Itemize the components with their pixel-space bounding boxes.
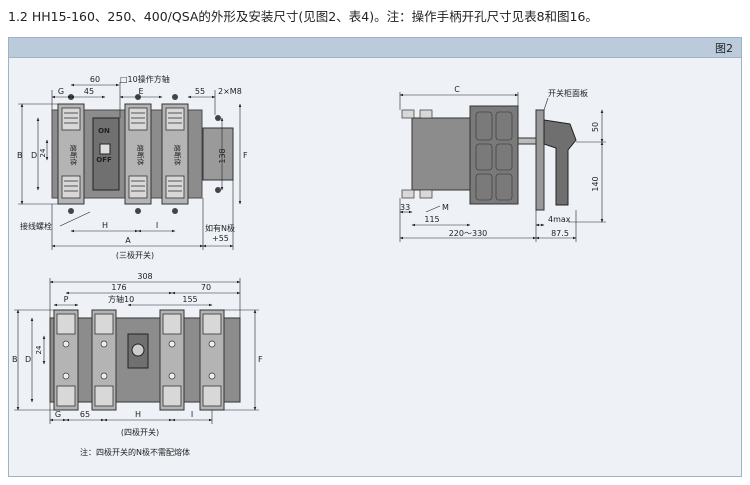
dim-24-4p: 24 xyxy=(35,345,43,354)
dim-60: 60 xyxy=(90,75,100,84)
dim-h: H xyxy=(102,221,108,230)
dim-a: A xyxy=(125,236,131,245)
dim-b: B xyxy=(17,151,23,160)
dim-45: 45 xyxy=(84,87,94,96)
fuse-label-2: 熔断体 xyxy=(136,145,145,166)
dim-33: 33 xyxy=(400,203,410,212)
dim-g-4p: G xyxy=(55,410,61,419)
side-view: 开关柜面板 C 50 140 M 33 115 220～330 4max xyxy=(399,85,606,242)
dim-140: 140 xyxy=(591,176,600,191)
four-pole-view: 308 176 70 P 方轴10 155 B D 24 F G 6 xyxy=(12,272,263,437)
side-body-right xyxy=(469,105,519,205)
dim-308: 308 xyxy=(137,272,152,281)
n-pole-extension xyxy=(202,127,234,181)
cabinet-panel xyxy=(535,109,545,211)
dim-65: 65 xyxy=(80,410,90,419)
dim-shaft10: 方轴10 xyxy=(108,294,134,304)
figure-label: 图2 xyxy=(715,42,733,55)
dim-220-330: 220～330 xyxy=(449,229,488,238)
fuse-label-3: 熔断体 xyxy=(173,145,182,166)
dim-shaft: □10操作方轴 xyxy=(120,74,170,84)
side-handle xyxy=(543,119,577,206)
dim-g: G xyxy=(58,87,64,96)
dim-87-5: 87.5 xyxy=(551,229,569,238)
dim-f: F xyxy=(243,151,248,160)
dim-d: D xyxy=(31,151,37,160)
dim-70: 70 xyxy=(201,283,211,292)
dim-p: P xyxy=(64,295,69,304)
side-body-left xyxy=(411,117,471,191)
dim-24: 24 xyxy=(39,148,47,157)
n-note-value: +55 xyxy=(212,234,229,243)
pole-columns: 熔断体 熔断体 熔断体 xyxy=(57,103,189,205)
dim-m: M xyxy=(442,203,449,212)
operating-shaft xyxy=(99,143,111,155)
off-label: OFF xyxy=(96,156,112,164)
dim-115: 115 xyxy=(424,215,439,224)
page-heading: 1.2 HH15-160、250、400/QSA的外形及安装尺寸(见图2、表4)… xyxy=(8,9,598,24)
four-pole-shaft xyxy=(131,343,145,357)
four-pole-caption: (四极开关) xyxy=(121,427,159,437)
figure-header: 图2 xyxy=(9,38,741,58)
dim-c: C xyxy=(454,85,460,94)
three-pole-view: 熔断体 熔断体 熔断体 ON OFF 60 □10操作方轴 G 45 E 55 xyxy=(17,74,248,260)
dim-138: 138 xyxy=(218,148,227,163)
on-label: ON xyxy=(98,127,110,135)
n-note: 如有N极 xyxy=(205,223,235,233)
panel-label: 开关柜面板 xyxy=(548,88,588,98)
fuse-label-1: 熔断体 xyxy=(69,145,78,166)
terminal-bolts xyxy=(68,94,221,214)
dim-55: 55 xyxy=(195,87,205,96)
dim-i-4p: I xyxy=(191,410,193,419)
dim-2xm8: 2×M8 xyxy=(218,87,242,96)
dim-176: 176 xyxy=(111,283,126,292)
side-shaft xyxy=(517,137,537,145)
dim-155: 155 xyxy=(182,295,197,304)
dim-e: E xyxy=(138,87,143,96)
dim-f-4p: F xyxy=(258,355,263,364)
three-pole-caption: (三极开关) xyxy=(116,250,154,260)
dim-i: I xyxy=(156,221,158,230)
footnote: 注：四极开关的N极不需配熔体 xyxy=(80,447,190,457)
dim-50: 50 xyxy=(591,122,600,132)
dim-b-4p: B xyxy=(12,355,18,364)
dim-h-4p: H xyxy=(135,410,141,419)
dim-d-4p: D xyxy=(25,355,31,364)
bolt-label: 接线螺栓 xyxy=(20,221,52,231)
dim-4max: 4max xyxy=(548,215,571,224)
